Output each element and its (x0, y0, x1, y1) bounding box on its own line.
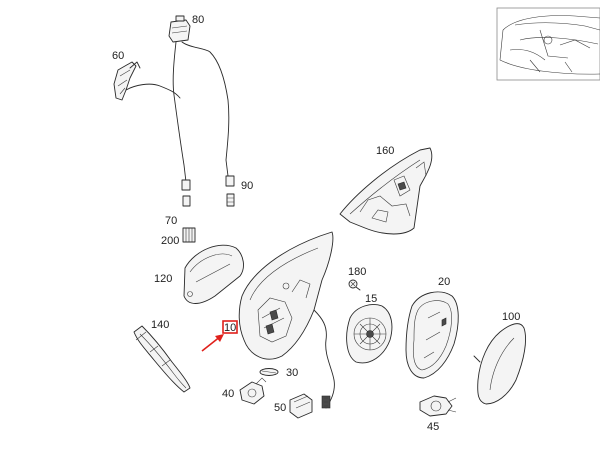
part-200[interactable] (182, 227, 196, 243)
label-120[interactable]: 120 (154, 273, 172, 285)
vehicle-thumbnail (496, 7, 600, 81)
part-50[interactable] (289, 393, 331, 419)
part-40[interactable] (239, 377, 267, 405)
part-80[interactable] (168, 15, 230, 183)
label-15[interactable]: 15 (365, 293, 377, 305)
label-30[interactable]: 30 (286, 367, 298, 379)
highlight-box (222, 320, 238, 334)
part-140[interactable] (133, 325, 191, 393)
part-60[interactable] (113, 61, 181, 101)
label-50[interactable]: 50 (274, 402, 286, 414)
label-40[interactable]: 40 (222, 388, 234, 400)
part-160[interactable] (339, 147, 433, 235)
highlight-arrow-head (215, 334, 224, 342)
label-10[interactable]: 10 (224, 322, 236, 334)
part-180[interactable] (348, 279, 361, 291)
part-30[interactable] (259, 368, 279, 376)
part-90[interactable] (225, 175, 235, 207)
label-90[interactable]: 90 (241, 180, 253, 192)
label-100[interactable]: 100 (502, 311, 520, 323)
part-10[interactable] (238, 231, 335, 409)
label-20[interactable]: 20 (438, 276, 450, 288)
label-200[interactable]: 200 (161, 235, 179, 247)
part-70[interactable] (181, 179, 191, 207)
label-160[interactable]: 160 (376, 145, 394, 157)
part-15[interactable] (346, 304, 393, 364)
part-100[interactable] (473, 323, 527, 405)
part-45[interactable] (419, 395, 457, 417)
highlight-callout (201, 320, 238, 352)
part-20[interactable] (405, 291, 459, 379)
label-45[interactable]: 45 (427, 421, 439, 433)
part-120[interactable] (183, 244, 244, 304)
label-180[interactable]: 180 (348, 266, 366, 278)
label-80[interactable]: 80 (192, 14, 204, 26)
label-70[interactable]: 70 (165, 215, 177, 227)
label-140[interactable]: 140 (151, 319, 169, 331)
label-60[interactable]: 60 (112, 50, 124, 62)
